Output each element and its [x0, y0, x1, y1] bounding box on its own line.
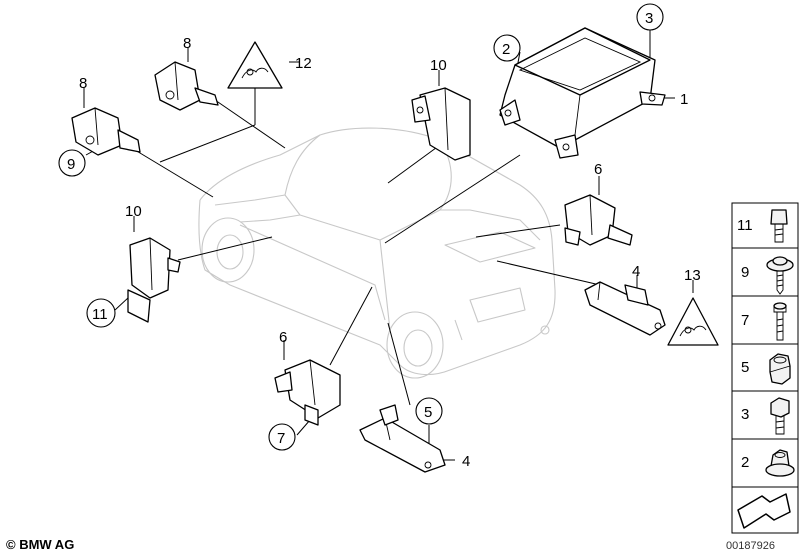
- flange-nut-icon: [765, 449, 795, 477]
- arrow-icon: [737, 493, 791, 529]
- callout-4-bottom-label: 4: [462, 453, 470, 470]
- callout-8-top: 8: [183, 35, 191, 52]
- legend-item-7[interactable]: 7: [741, 302, 787, 341]
- callout-6-right-label: 6: [594, 161, 602, 178]
- screw-washer-icon: [766, 256, 794, 295]
- legend-item-2[interactable]: 2: [741, 449, 795, 477]
- sensor-4-right[interactable]: [584, 281, 666, 336]
- callout-13-label: 13: [684, 267, 701, 284]
- callout-10-top-label: 10: [430, 57, 447, 74]
- callout-3-label: 3: [645, 10, 653, 27]
- callout-4-bottom: 4: [462, 453, 470, 470]
- document-number: 00187926: [726, 540, 775, 552]
- callout-5: 5: [415, 397, 443, 425]
- sensor-10-top[interactable]: [411, 87, 471, 161]
- callout-8-left: 8: [79, 75, 87, 92]
- legend-number: 2: [741, 454, 749, 471]
- callout-9-label: 9: [67, 156, 75, 173]
- hardware-legend: 11 9 7 5: [731, 202, 799, 534]
- sensor-10-left[interactable]: [127, 237, 181, 323]
- sensor-6-bottom[interactable]: [274, 359, 341, 426]
- callout-4-right: 4: [632, 263, 640, 280]
- airbag-control-unit[interactable]: [499, 27, 666, 159]
- sensor-6-right[interactable]: [564, 194, 633, 246]
- callout-12: 12: [295, 55, 312, 72]
- legend-item-9[interactable]: 9: [741, 256, 794, 295]
- callout-10-top: 10: [430, 57, 447, 74]
- callout-8-left-label: 8: [79, 75, 87, 92]
- legend-number: 3: [741, 406, 749, 423]
- callout-10-left: 10: [125, 203, 142, 220]
- callout-11-label: 11: [92, 306, 108, 323]
- callout-13: 13: [684, 267, 701, 284]
- legend-number: 11: [737, 217, 753, 234]
- long-bolt-icon: [773, 302, 787, 341]
- warning-triangle-12: [227, 41, 283, 89]
- callout-2: 2: [493, 34, 521, 62]
- hex-bolt-icon: [770, 397, 790, 435]
- callout-9: 9: [58, 149, 86, 177]
- callout-2-label: 2: [502, 41, 510, 58]
- callout-10-left-label: 10: [125, 203, 142, 220]
- callout-7-label: 7: [277, 430, 285, 447]
- callout-5-label: 5: [424, 404, 432, 421]
- legend-number: 5: [741, 359, 749, 376]
- callout-12-label: 12: [295, 55, 312, 72]
- sensor-4-bottom[interactable]: [359, 404, 446, 473]
- callout-6-right: 6: [594, 161, 602, 178]
- legend-number: 9: [741, 264, 749, 281]
- legend-item-11[interactable]: 11: [737, 209, 788, 243]
- nut-icon: [769, 353, 791, 385]
- callout-6-bottom-label: 6: [279, 329, 287, 346]
- legend-number: 7: [741, 312, 749, 329]
- bolt-icon: [770, 209, 788, 243]
- callout-1-label: 1: [680, 91, 688, 108]
- callout-7: 7: [268, 423, 296, 451]
- callout-3: 3: [636, 3, 664, 31]
- callout-11: 11: [86, 298, 116, 328]
- callout-8-top-label: 8: [183, 35, 191, 52]
- callout-6-bottom: 6: [279, 329, 287, 346]
- legend-item-5[interactable]: 5: [741, 353, 791, 385]
- leader-lines: [83, 18, 694, 461]
- legend-item-3[interactable]: 3: [741, 397, 790, 435]
- car-outline: [198, 127, 556, 379]
- callout-4-right-label: 4: [632, 263, 640, 280]
- sensor-8-top[interactable]: [154, 61, 219, 111]
- copyright-notice: © BMW AG: [6, 537, 75, 552]
- sensor-8-left[interactable]: [71, 107, 141, 156]
- warning-triangle-13: [667, 297, 719, 346]
- callout-1: 1: [680, 91, 688, 108]
